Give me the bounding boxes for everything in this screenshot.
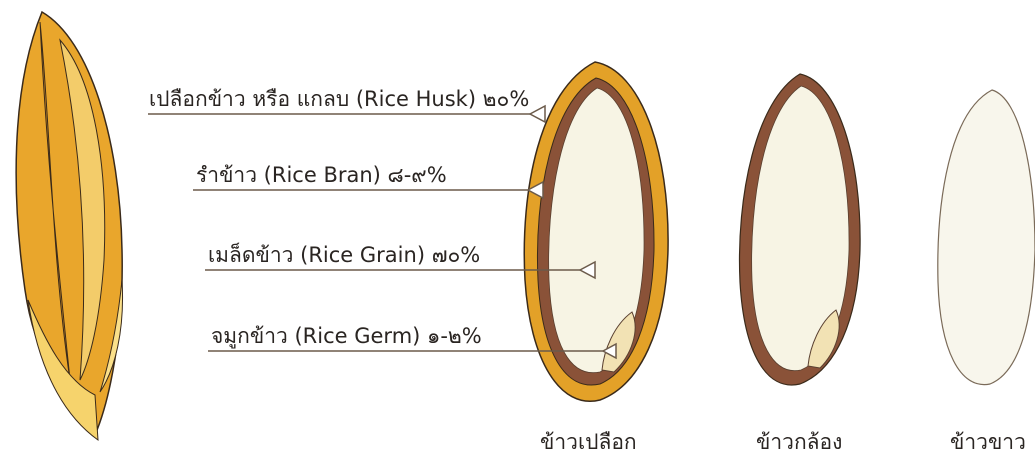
rice-germ-label: จมูกข้าว (Rice Germ) ๑-๒% — [211, 320, 482, 353]
white-rice-caption: ข้าวขาว — [950, 426, 1026, 459]
paddy-grain-illustration — [16, 12, 122, 440]
brown-rice-caption: ข้าวกล้อง — [756, 426, 842, 459]
husk-pointer — [530, 106, 545, 122]
rice-husk-label: เปลือกข้าว หรือ แกลบ (Rice Husk) ๒๐% — [149, 83, 529, 116]
rice-bran-label: รำข้าว (Rice Bran) ๘-๙% — [196, 159, 447, 192]
brown-rice-illustration — [740, 74, 861, 385]
rice-grain-label: เมล็ดข้าว (Rice Grain) ๗๐% — [208, 239, 480, 272]
white-rice-grain — [938, 90, 1035, 385]
paddy-rice-caption: ข้าวเปลือก — [540, 426, 637, 459]
white-rice-illustration — [938, 90, 1035, 385]
